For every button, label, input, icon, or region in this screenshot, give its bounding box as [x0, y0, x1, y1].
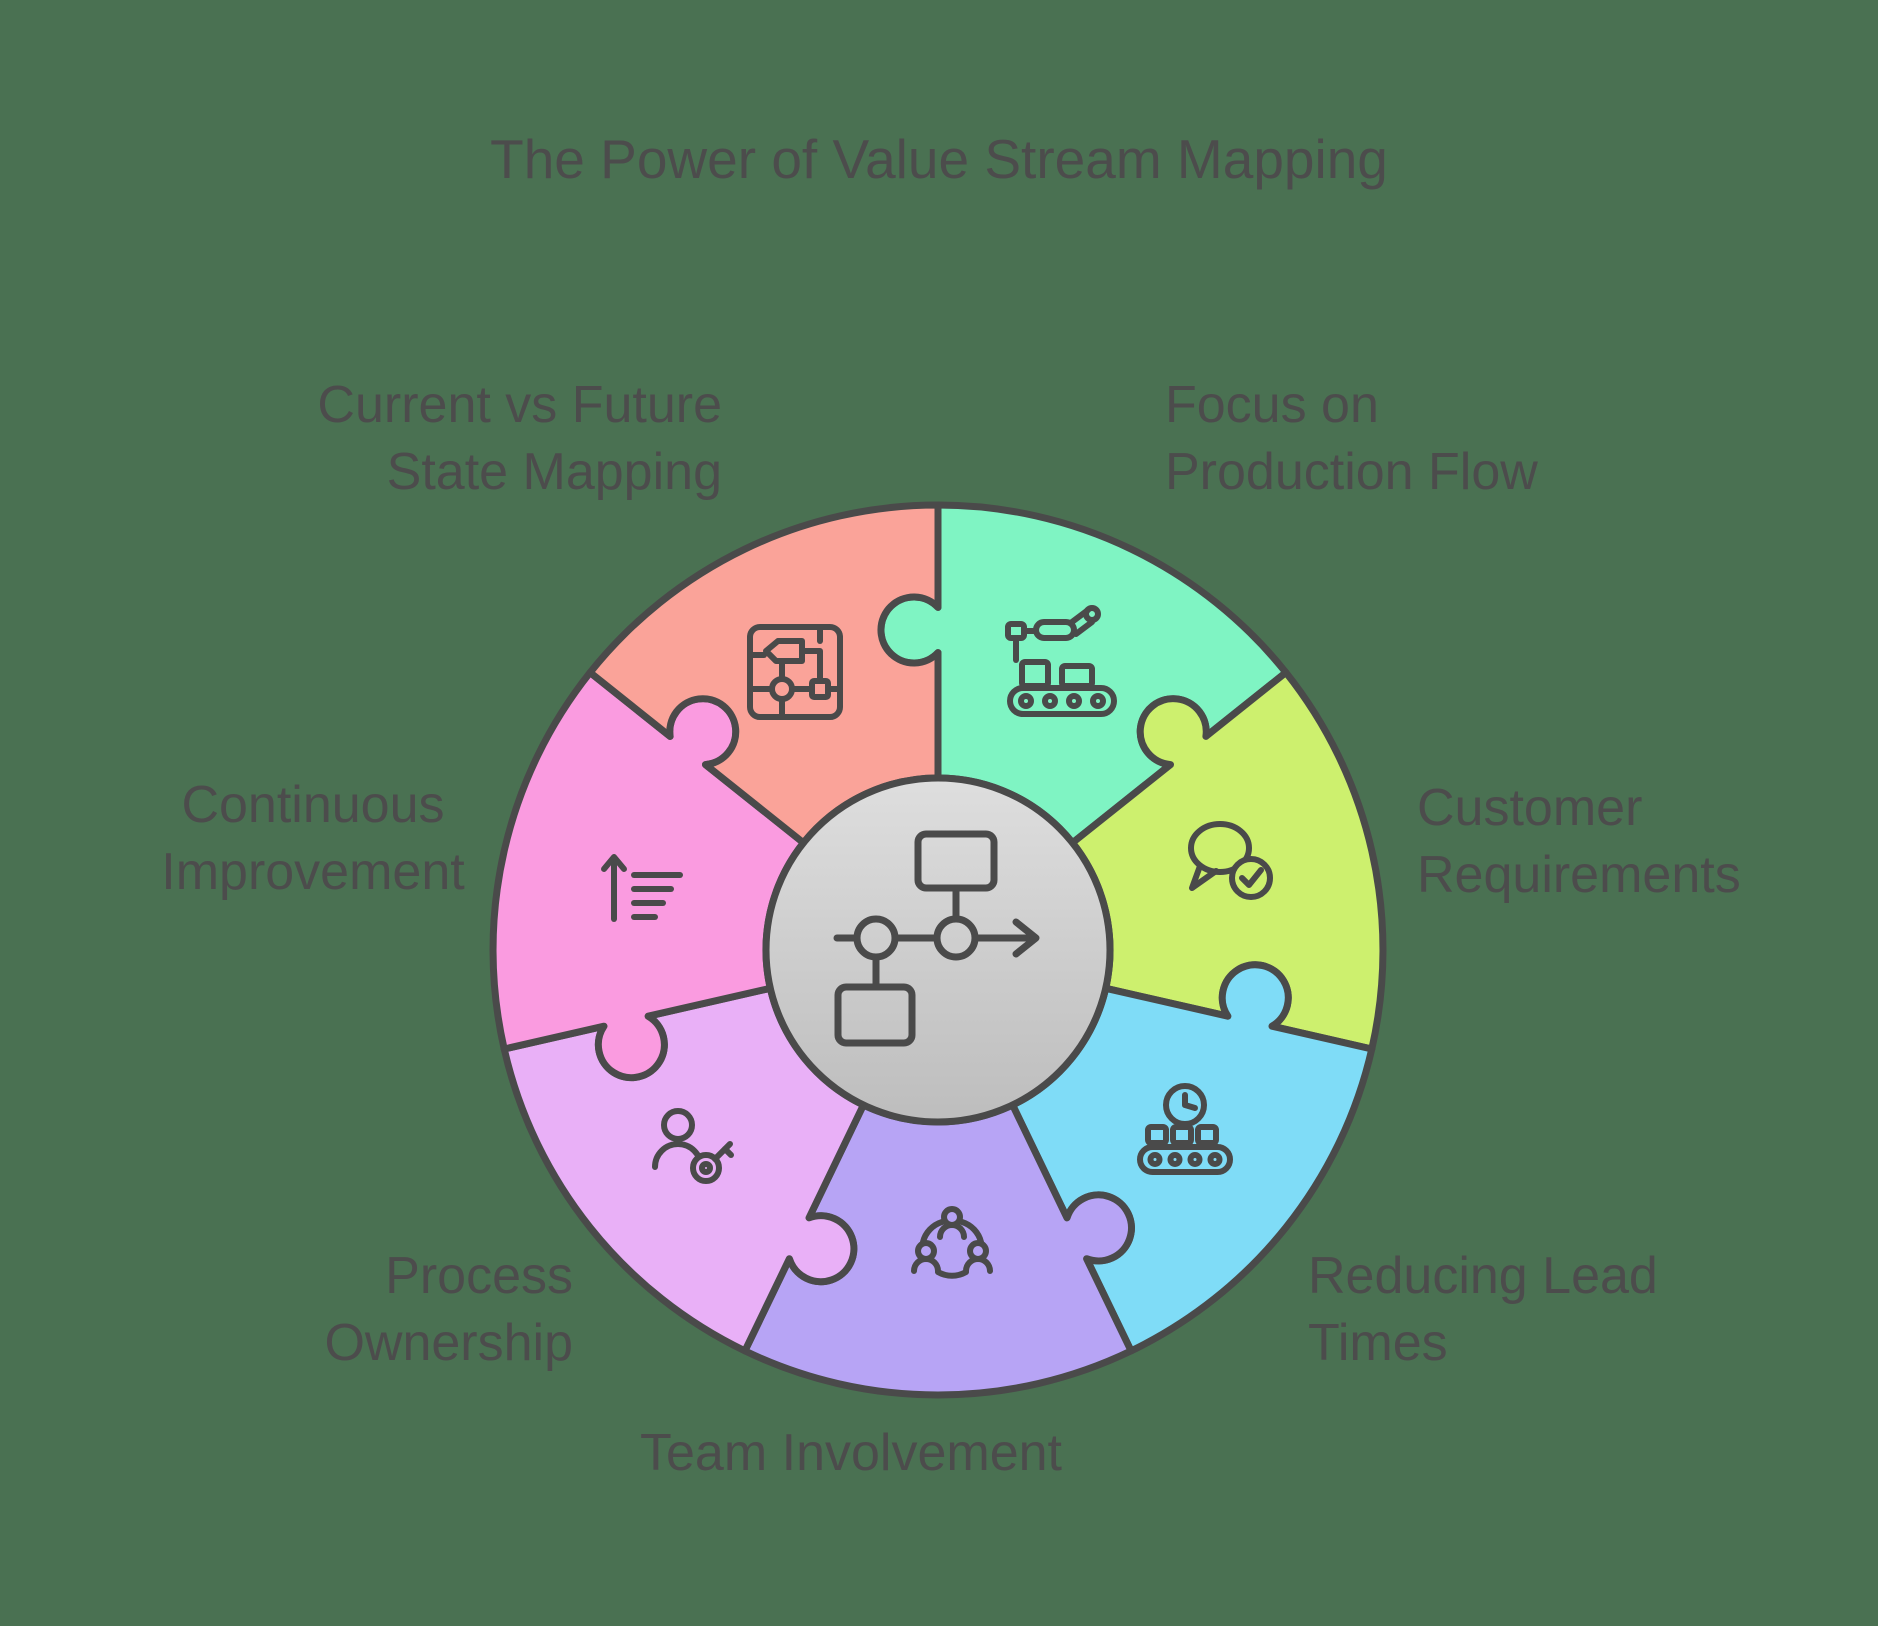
label-continuous-improvement: Continuous Improvement: [161, 776, 465, 901]
page-title: The Power of Value Stream Mapping: [490, 128, 1388, 190]
label-customer-requirements: Customer Requirements: [1417, 779, 1741, 904]
label-team-involvement: Team Involvement: [640, 1424, 1062, 1482]
production-flow-icon: [1005, 605, 1117, 717]
label-current-vs-future-state-mapping: Current vs Future State Mapping: [317, 376, 722, 501]
value-stream-flowchart-icon: [833, 830, 1040, 1047]
label-reducing-lead-times: Reducing Lead Times: [1308, 1247, 1658, 1372]
puzzle-piece-current-vs-future-state-mapping: [586, 501, 942, 847]
continuous-improvement-icon: [601, 854, 683, 922]
customer-requirements-icon: [1188, 821, 1273, 900]
label-process-ownership: Process Ownership: [324, 1247, 573, 1372]
team-involvement-icon: [911, 1206, 993, 1279]
state-mapping-icon: [747, 624, 843, 720]
process-ownership-icon: [652, 1108, 734, 1184]
lead-time-icon: [1137, 1083, 1233, 1175]
label-focus-on-production-flow: Focus on Production Flow: [1165, 376, 1538, 501]
